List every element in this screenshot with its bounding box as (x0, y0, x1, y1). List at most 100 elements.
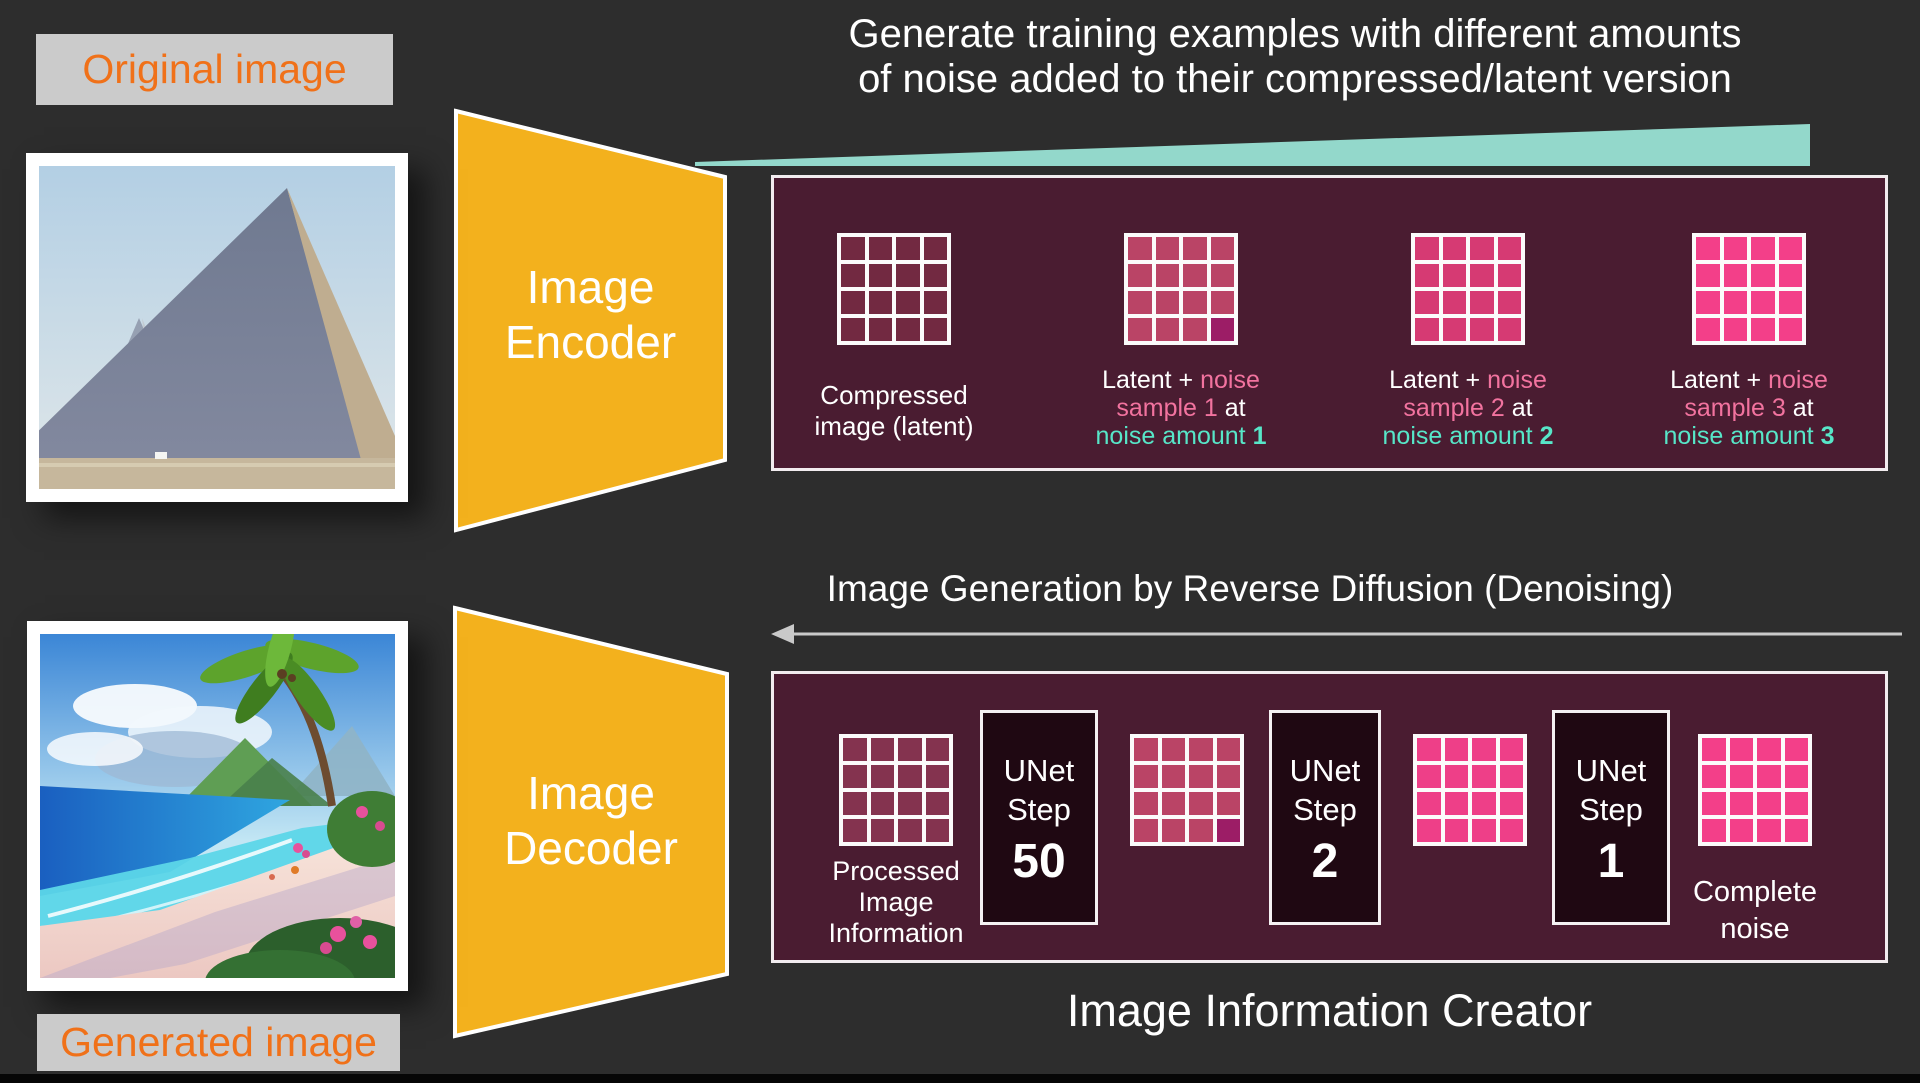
original-photo (0, 153, 408, 502)
processed-information-grid (839, 734, 953, 846)
latent-cell (1155, 291, 1179, 314)
latent-cell (1128, 291, 1152, 314)
latent-cell (1189, 819, 1213, 842)
latent-cell (870, 792, 894, 815)
latent-cell (1210, 237, 1234, 260)
latent-cell (1757, 792, 1781, 815)
generated-image-tag: Generated image (37, 1014, 400, 1071)
latent-cell (1784, 819, 1808, 842)
latent-cell (1497, 237, 1521, 260)
latent-cell (1470, 291, 1494, 314)
latent-cell (1723, 318, 1747, 341)
latent-cell (1415, 264, 1439, 287)
latent-cell (1134, 738, 1158, 761)
latent-cell (1696, 237, 1720, 260)
latent-cell (1784, 792, 1808, 815)
latent-cell (1729, 819, 1753, 842)
latent-grid-noise-1 (1124, 233, 1238, 345)
latent-cell (1472, 792, 1496, 815)
latent-cell (923, 264, 947, 287)
arrow-left-icon (771, 624, 794, 644)
noise-amount-ramp-icon (695, 124, 1810, 166)
latent-cell (870, 738, 894, 761)
latent-cell (923, 318, 947, 341)
latent-cell (898, 738, 922, 761)
latent-cell (925, 819, 949, 842)
latent-cell (870, 819, 894, 842)
latent-cell (896, 291, 920, 314)
latent-cell (1499, 738, 1523, 761)
latent-cell (898, 765, 922, 788)
latent-cell (1696, 291, 1720, 314)
latent-cell (1161, 738, 1185, 761)
latent-cell (1183, 291, 1207, 314)
latent-cell (1189, 738, 1213, 761)
latent-cell (843, 792, 867, 815)
complete-noise-grid (1698, 734, 1812, 846)
latent-cell (1497, 264, 1521, 287)
latent-cell (925, 765, 949, 788)
latent-cell (1417, 765, 1441, 788)
latent-cell (1415, 237, 1439, 260)
unet-step-1-number: 1 (1597, 835, 1625, 888)
latent-cell (1210, 291, 1234, 314)
latent-cell (1751, 291, 1775, 314)
latent-cell (898, 819, 922, 842)
latent-cell (1702, 738, 1726, 761)
training-title: Generate training examples with differen… (848, 12, 1742, 101)
latent-cell (1442, 318, 1466, 341)
latent-cell (1723, 237, 1747, 260)
latent-cell (1757, 738, 1781, 761)
denoising-mid-grid (1130, 734, 1244, 846)
latent-cell (1751, 264, 1775, 287)
latent-cell (1442, 291, 1466, 314)
latent-cell (1751, 318, 1775, 341)
latent-grid-noise-2 (1411, 233, 1525, 345)
latent-cell (923, 237, 947, 260)
latent-cell (1778, 291, 1802, 314)
latent-cell (1723, 291, 1747, 314)
unet-step-2-box: UNet Step 2 (1269, 710, 1381, 925)
latent-cell (1696, 318, 1720, 341)
latent-cell (1702, 819, 1726, 842)
image-information-creator-title: Image Information Creator (1066, 985, 1593, 1036)
unet-step-1-box: UNet Step 1 (1552, 710, 1670, 925)
latent-cell (841, 291, 865, 314)
latent-cell (1472, 738, 1496, 761)
latent-cell (1183, 318, 1207, 341)
latent-cell (1216, 738, 1240, 761)
beach-image (39, 609, 435, 1014)
latent-cell (1751, 237, 1775, 260)
latent-cell (925, 792, 949, 815)
latent-cell (868, 318, 892, 341)
latent-cell (1472, 765, 1496, 788)
latent-cell (1161, 819, 1185, 842)
latent-cell (1757, 819, 1781, 842)
latent-cell (923, 291, 947, 314)
latent-cell (843, 738, 867, 761)
latent-cell (841, 264, 865, 287)
latent-cell (1778, 237, 1802, 260)
latent-cell (870, 765, 894, 788)
latent-cell (868, 237, 892, 260)
bottom-black-bar (0, 1074, 1920, 1083)
latent-cell (1702, 792, 1726, 815)
latent-cell (1497, 318, 1521, 341)
latent-cell (1183, 264, 1207, 287)
latent-cell (1499, 819, 1523, 842)
latent-cell (1161, 792, 1185, 815)
generated-photo (27, 609, 435, 1014)
latent-cell (1723, 264, 1747, 287)
latent-cell (1417, 819, 1441, 842)
latent-cell (1216, 819, 1240, 842)
unet-step-50-box: UNet Step 50 (980, 710, 1098, 925)
latent-cell (898, 792, 922, 815)
latent-cell (868, 264, 892, 287)
